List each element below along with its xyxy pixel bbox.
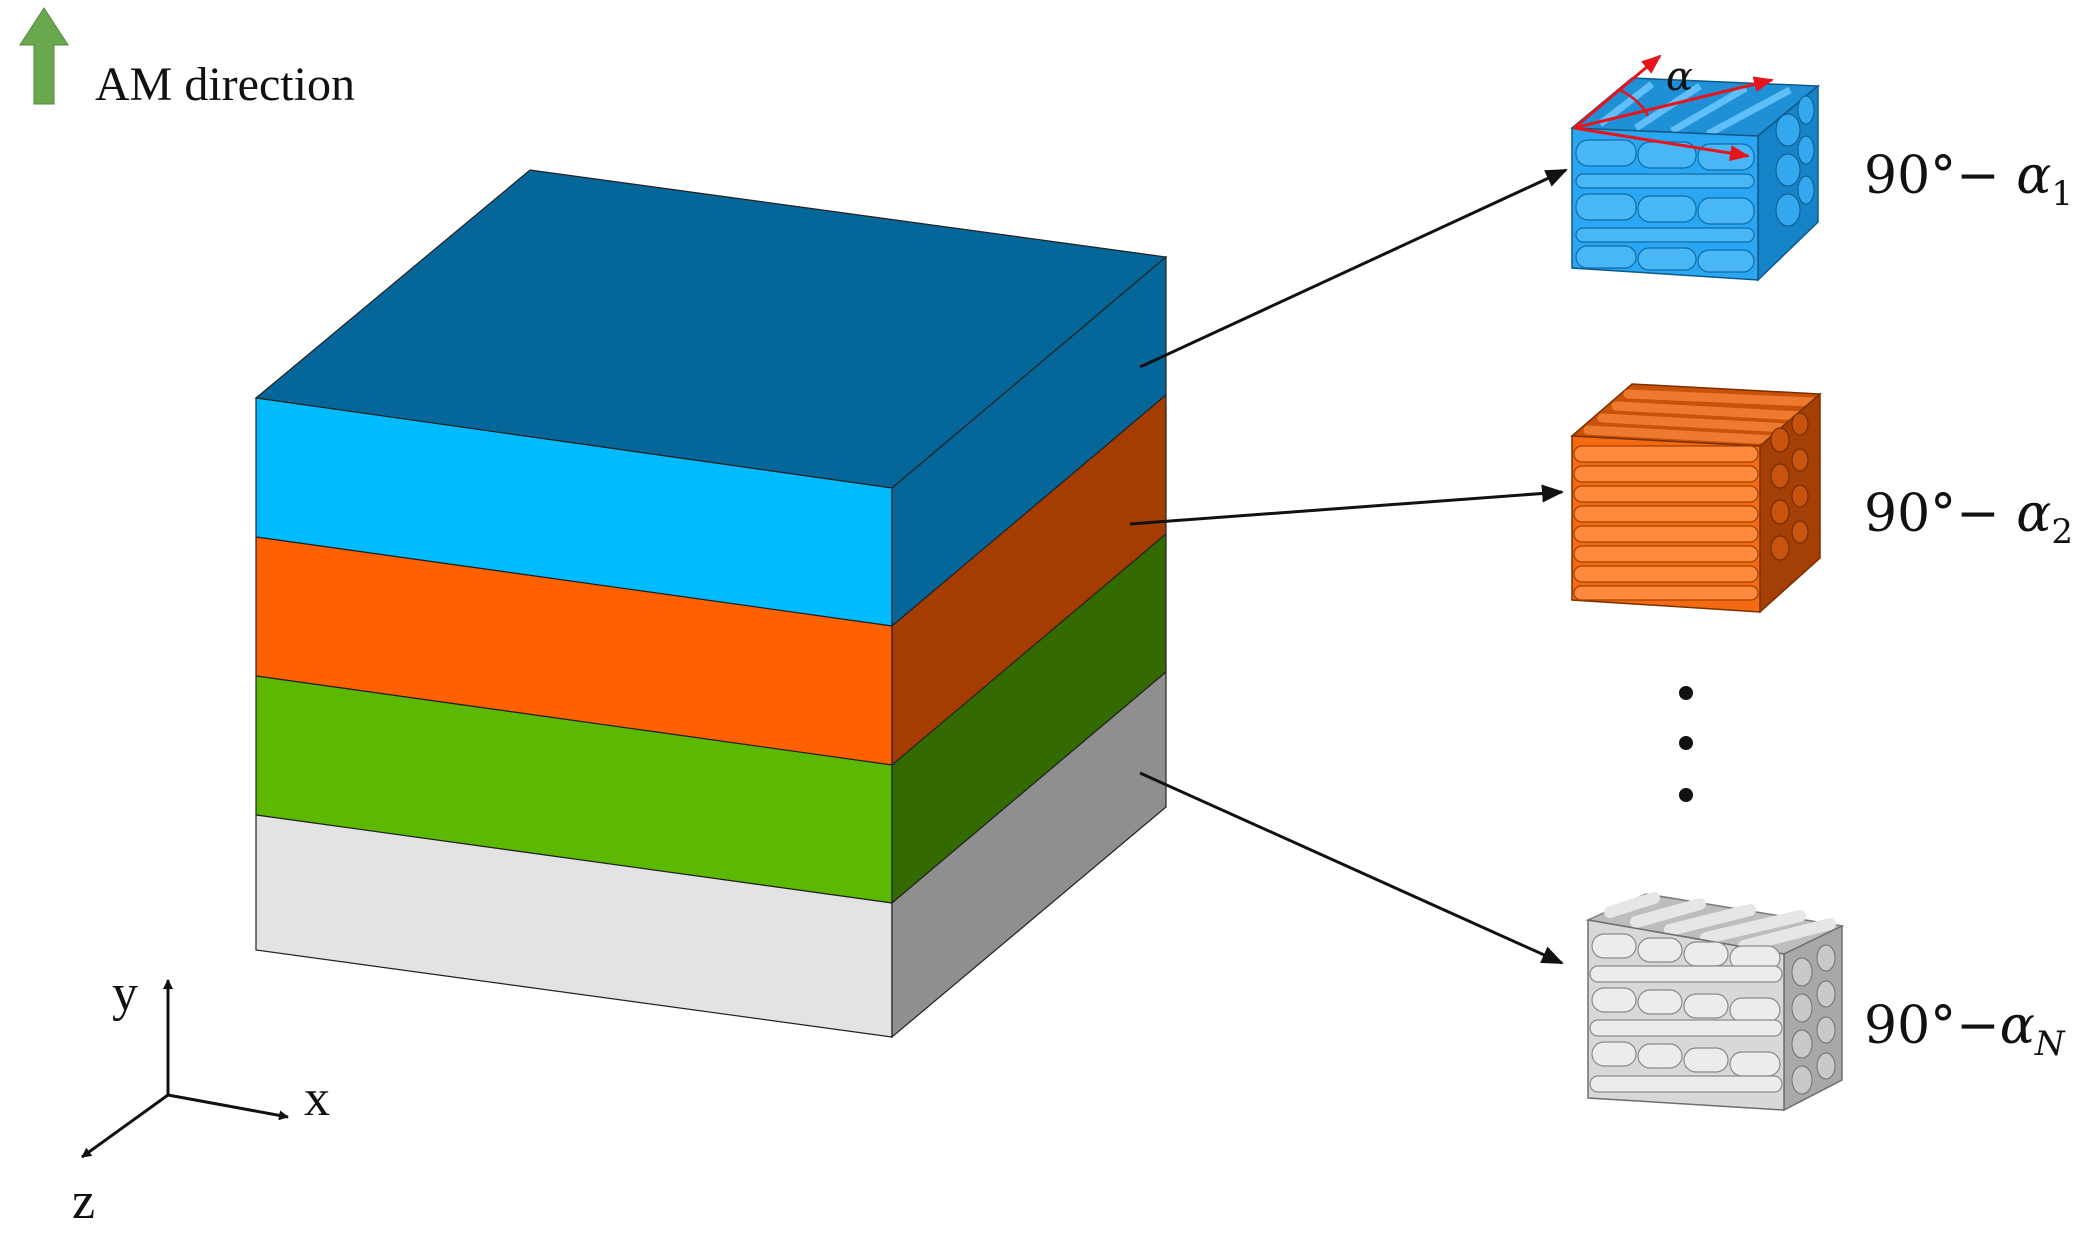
x-axis-arrow: [167, 1093, 289, 1121]
z-axis-label: z: [72, 1173, 95, 1230]
raster-cube-1: α: [1570, 54, 1820, 282]
leader-arrow-layer-2: [1129, 484, 1564, 526]
raster-cube-2: [1570, 383, 1822, 614]
ellipsis-dots: [1679, 686, 1693, 802]
leader-arrow-layer-n: [1139, 771, 1564, 965]
layer-1-angle-label: 90°− α1: [1864, 146, 2073, 214]
coordinate-axes: y x z: [72, 965, 330, 1230]
layer-n-angle-label: 90°−αN: [1864, 996, 2066, 1064]
raster-cube-n: [1585, 892, 1845, 1112]
leader-arrow-layer-1: [1139, 168, 1568, 369]
angle-annotation: α: [1573, 54, 1774, 162]
am-direction-indicator: AM direction: [19, 7, 355, 111]
am-direction-label: AM direction: [95, 58, 355, 111]
y-axis-label: y: [112, 965, 138, 1022]
layer-2-angle-label: 90°− α2: [1864, 484, 2073, 552]
layered-block: [254, 169, 1168, 1039]
z-axis-arrow: [81, 1093, 169, 1159]
angle-alpha-label: α: [1666, 54, 1693, 100]
leader-arrows: [1129, 168, 1568, 965]
am-direction-arrow-icon: [19, 7, 69, 105]
x-axis-label: x: [304, 1070, 330, 1127]
layer-4-side-face: [891, 670, 1167, 1039]
